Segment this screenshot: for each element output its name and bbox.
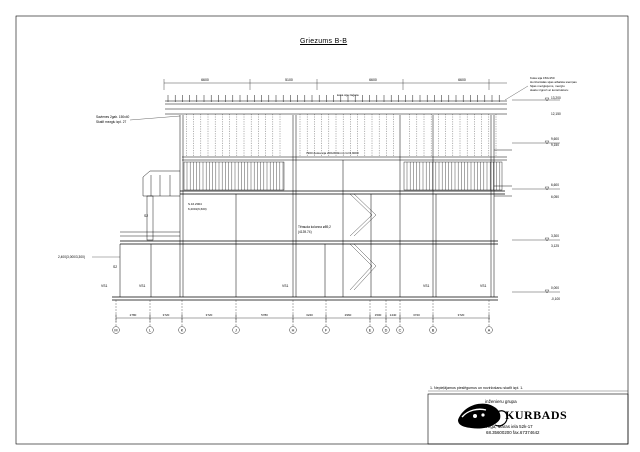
wall-label-2: S2 [113,265,117,269]
axis-label: K [181,328,184,332]
level-13200: 13,200 [551,96,561,100]
level-9150: 9,150 [551,143,559,147]
bottom-dim-value: 1500 [375,313,382,317]
level-0000: 0,000 [551,286,559,290]
vs-label-1: VS1 [101,284,108,288]
footer-note: 1. Nepieļājamos pieslēgumus un noviržoša… [430,386,524,390]
top-dim-1: 6600 [201,78,209,82]
level-3125: 3,125 [551,244,559,248]
truss-label: 7900 (koka sija 200x600mm) G=0,9000 [306,151,359,155]
mid-left-1: S.16.Z004 [188,202,202,206]
mid-left-2: 6,2001(6,600) [188,207,207,211]
vs-label-2: VS1 [139,284,146,288]
level-6050: 6,050 [551,195,559,199]
company-phone: 68.35600200 fax.67374642 [486,430,540,435]
left-note-2: Skatīt mezglu izpl. 27 [96,120,127,124]
axis-label: E [369,328,372,332]
bottom-dim-value: 1440 [390,313,397,317]
axis-bubble [178,326,186,334]
axis-label: L [149,328,151,332]
axis-bubble [289,326,297,334]
floor-slabs [112,190,505,301]
level-triangle [544,140,550,145]
left-level-note: 2,400(3,000/3,300) [58,255,85,259]
upper-band-left [183,161,285,191]
drawing-title: Griezums B-B [300,38,348,45]
top-dimension-chain [163,79,507,90]
bottom-dim-value: 5780 [261,313,268,317]
top-dim-2: 5100 [285,78,293,82]
axis-bubble [322,326,330,334]
sheet-border [15,15,629,445]
level-12150: 12,150 [551,112,561,116]
level-triangle [544,186,550,191]
level-marks [512,97,560,294]
level-triangle [544,237,550,242]
axis-label: D [385,328,388,332]
vs-label-5: VS1 [480,284,487,288]
left-annex [120,170,180,241]
roof-purlins [167,95,500,102]
level-minus0100: -0,100 [551,297,560,301]
column-note-1: Tērauda kolonna ø89,2 [298,225,331,229]
upper-band-right [403,161,503,191]
kurbads-logo-icon [458,403,508,429]
brand-name: KURBADS [505,408,568,422]
company-label: inženieru grupa [485,399,517,404]
columns [119,115,495,297]
upper-slab [182,156,507,161]
roof-spec-1: Koka sija 150x150 [530,76,555,80]
title-block [427,393,629,445]
level-triangle [544,289,550,294]
column-note-2: (4139.74) [298,230,312,234]
axis-bubble [112,326,120,334]
axis-label: B [432,328,435,332]
top-dim-4: 6600 [458,78,466,82]
bottom-dim-value: 3720 [458,313,465,317]
axis-bubble [382,326,390,334]
top-dim-3: 6600 [369,78,377,82]
axis-bubble [429,326,437,334]
purlin-note: koka sija zāģēta [337,92,359,97]
company-address: Rīga, Maras iela 52k-17 [486,424,533,429]
roof-spec-4: skaitu izgrozt ar konstruktoru [530,88,569,92]
bottom-dim-value: 3720 [206,313,213,317]
louvres [186,162,500,190]
right-overhang [494,149,512,197]
wall-label-1: S2 [144,214,148,218]
axis-label: M [114,328,117,332]
axis-label: J [235,328,237,332]
bottom-dim-value: 2960 [345,313,352,317]
bottom-dim-value: 2780 [130,313,137,317]
axis-bubble [366,326,374,334]
roof-structure [165,100,507,115]
axis-label: F [325,328,328,332]
vs-label-3: VS1 [282,284,289,288]
axis-bubble [146,326,154,334]
axis-bubble [232,326,240,334]
left-note-leader [129,115,181,121]
bottom-dim-value: 3240 [306,313,313,317]
vs-label-4: VS1 [423,284,430,288]
roof-spec-leader [504,85,529,101]
axis-bubble [396,326,404,334]
stair [349,193,377,291]
roof-spec-3: Sijas mezglojums, mezglu [530,84,565,88]
axis-label: A [488,328,491,332]
bottom-dimension-values: 2780 3720 3720 5780 3240 2960 1500 1440 3720 3720 [130,313,465,317]
bottom-dim-value: 3720 [413,313,420,317]
bottom-dim-value: 3720 [163,313,170,317]
left-note-1: Savienes 2gab. 150x40 [96,115,130,119]
level-9600: 9,600 [551,137,559,141]
axis-label: C [399,328,402,332]
axis-bubble [485,326,493,334]
roof-spec-2: Horizontālas sijas atbalsta sieniņas [530,80,577,84]
level-3300: 3,300 [551,234,559,238]
level-6600: 6,600 [551,183,559,187]
axis-label: H [292,328,295,332]
level-triangle [544,97,550,102]
